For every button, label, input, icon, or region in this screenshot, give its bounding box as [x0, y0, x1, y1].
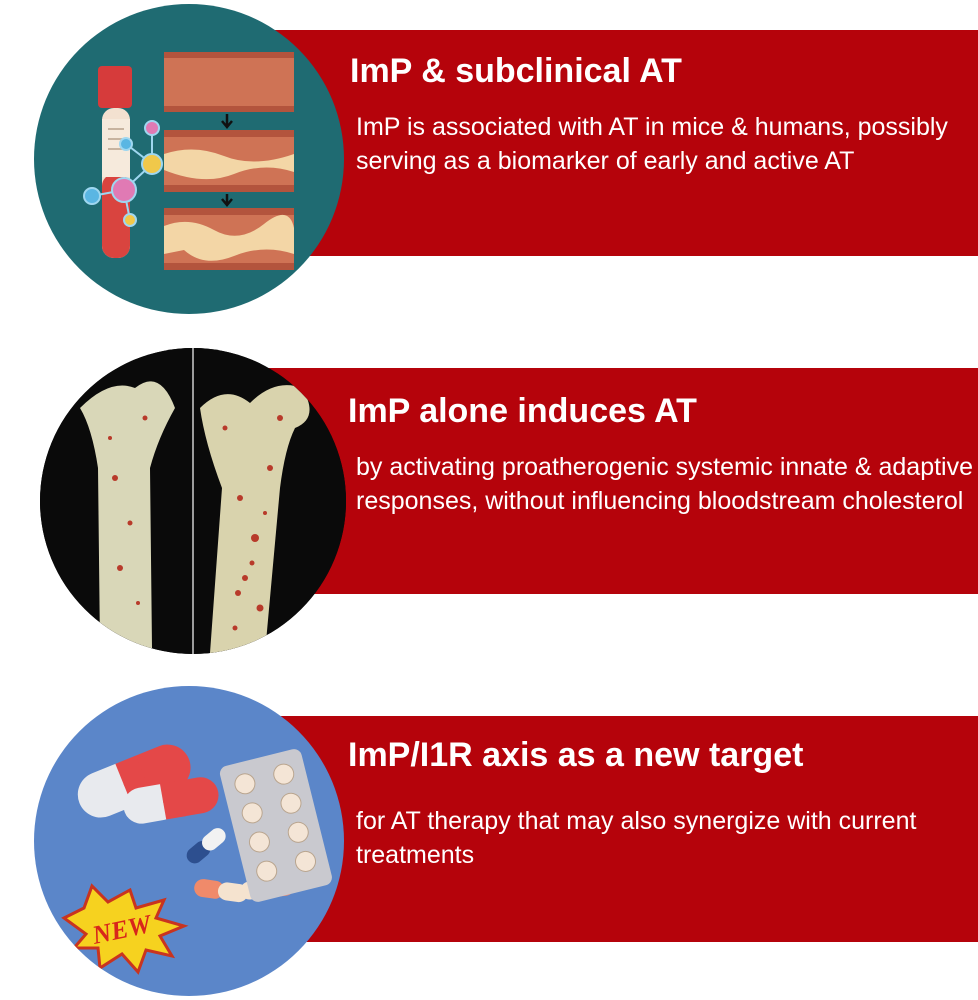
blood-tube-icon	[98, 66, 132, 258]
banner-target: ImP/I1R axis as a new target for AT ther…	[258, 716, 978, 942]
circle-aorta-image	[40, 348, 346, 654]
artery-plaque-icon	[164, 52, 294, 270]
panel-title: ImP & subclinical AT	[350, 52, 682, 90]
pill-blister-icon	[219, 749, 332, 902]
panel-body: ImP is associated with AT in mice & huma…	[356, 113, 948, 175]
banner-induces: ImP alone induces AT by activating proat…	[258, 368, 978, 594]
banner-subclinical: ImP & subclinical AT ImP is associated w…	[258, 30, 978, 256]
panel-title: ImP/I1R axis as a new target	[348, 736, 804, 774]
panel-target: ImP/I1R axis as a new target for AT ther…	[0, 680, 978, 1000]
new-burst-icon: NEW	[61, 883, 189, 975]
panel-induces: ImP alone induces AT by activating proat…	[0, 340, 978, 660]
molecule-icon	[83, 120, 163, 227]
panel-body: by activating proatherogenic systemic in…	[356, 453, 974, 515]
aorta-stained-image	[40, 348, 346, 654]
circle-illustration-tube	[34, 4, 344, 314]
panel-body: for AT therapy that may also synergize w…	[356, 807, 917, 869]
panel-title: ImP alone induces AT	[348, 392, 697, 430]
circle-therapy-illustration: NEW	[34, 686, 344, 996]
panel-subclinical: ImP & subclinical AT ImP is associated w…	[0, 0, 978, 320]
